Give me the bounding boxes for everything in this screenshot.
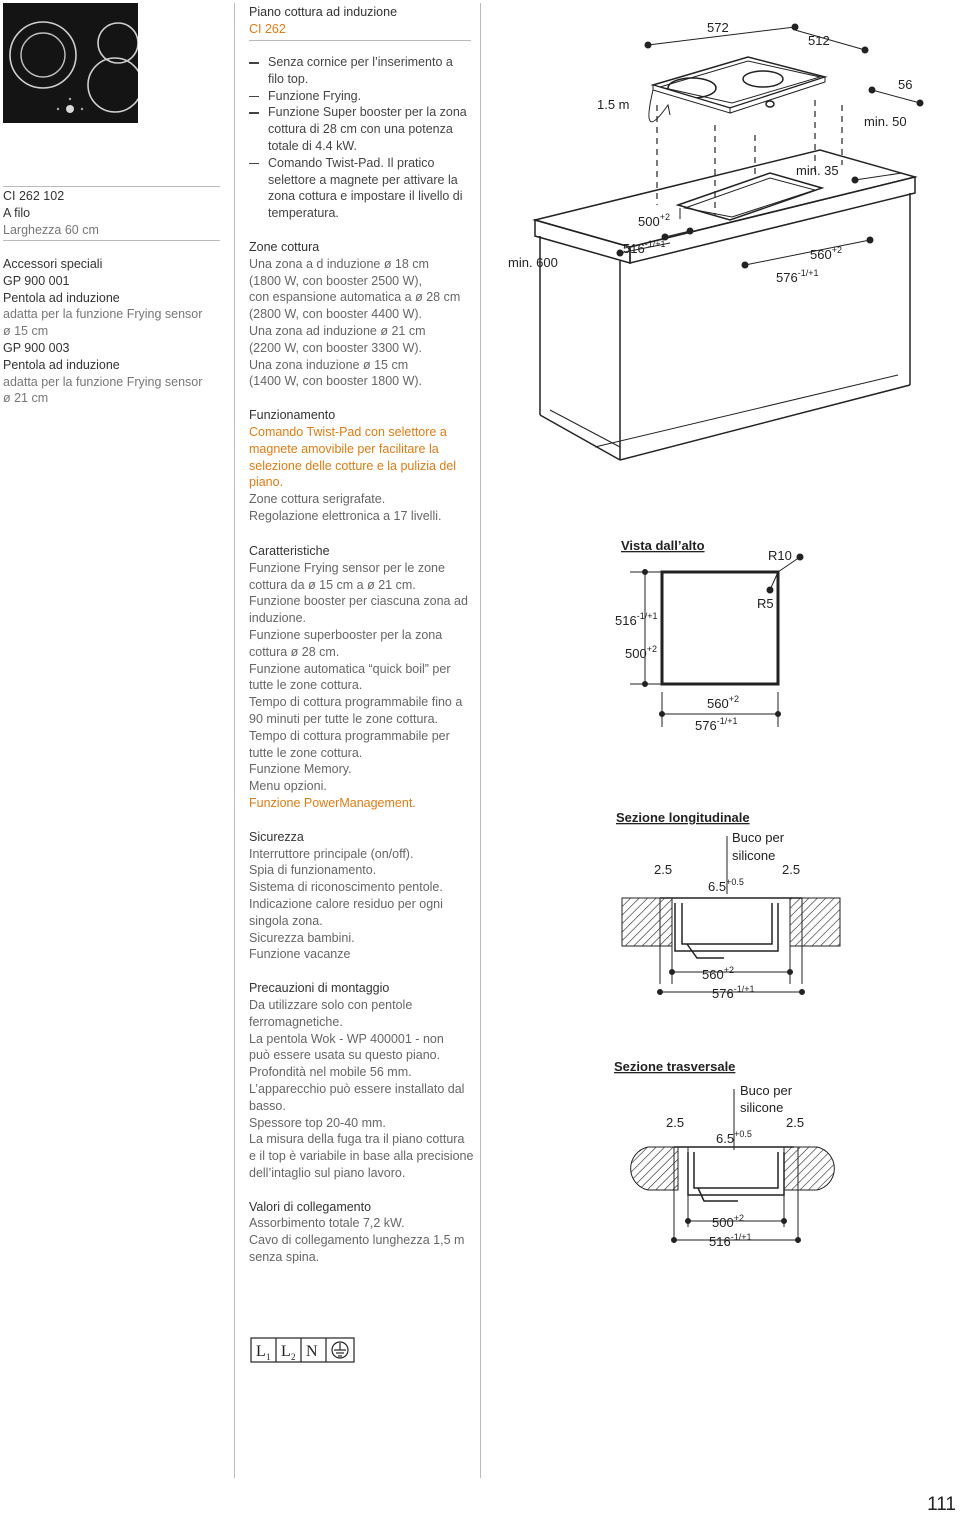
dim-r10: R10 xyxy=(768,548,792,563)
installation-diagram: 572 512 56 min. 50 1.5 m min. 35 min. 60… xyxy=(490,5,955,475)
funzionamento-section: Funzionamento Comando Twist-Pad con sele… xyxy=(249,407,477,525)
feature-item: Funzione Frying. xyxy=(249,88,477,105)
accessory-desc: ø 15 cm xyxy=(3,324,49,339)
product-type: Piano cottura ad induzione xyxy=(249,5,398,19)
svg-text:1: 1 xyxy=(266,1352,271,1362)
dim-6-5: 6.5+0.5 xyxy=(716,1129,752,1146)
terminal-label: L xyxy=(281,1343,291,1360)
terminal-block: L 1 L 2 N xyxy=(250,1337,356,1370)
dim-min-600: min. 600 xyxy=(508,255,558,270)
accessory-desc: ø 21 cm xyxy=(3,391,49,406)
silicone-label: silicone xyxy=(732,848,775,863)
accessory-desc: adatta per la funzione Frying sensor xyxy=(3,307,203,322)
dim-gap: 2.5 xyxy=(782,862,800,877)
silicone-label: Buco per xyxy=(740,1083,793,1098)
dim-r5: R5 xyxy=(757,596,774,611)
product-photo xyxy=(3,3,143,123)
sicurezza-section: Sicurezza Interruttore principale (on/of… xyxy=(249,829,477,963)
dim-576: 576-1/+1 xyxy=(695,716,737,733)
accessory-code: GP 900 001 xyxy=(3,273,70,288)
transversal-section: Sezione trasversale Buco per silicone 2.… xyxy=(612,1055,852,1255)
collegamento-section: Valori di collegamento Assorbimento tota… xyxy=(249,1199,477,1266)
svg-text:2: 2 xyxy=(291,1352,296,1362)
accessory-name: Pentola ad induzione xyxy=(3,357,120,372)
zones-section: Zone cottura Una zona a d induzione ø 18… xyxy=(249,239,477,390)
terminal-label: N xyxy=(306,1343,318,1360)
section-title: Precauzioni di montaggio xyxy=(249,981,390,996)
ground-icon xyxy=(331,1341,349,1359)
dim-min-35: min. 35 xyxy=(796,163,839,178)
dim-gap: 2.5 xyxy=(654,862,672,877)
section-title: Sicurezza xyxy=(249,829,304,844)
section-title: Caratteristiche xyxy=(249,544,330,558)
page-number: 111 xyxy=(927,1494,956,1515)
caratteristiche-section: Caratteristiche Funzione Frying sensor p… xyxy=(249,543,477,812)
width-info: Larghezza 60 cm xyxy=(3,222,99,237)
dim-572: 572 xyxy=(707,20,729,35)
mount-type: A filo xyxy=(3,205,31,220)
dim-560: 560+2 xyxy=(707,694,739,711)
dim-516: 516-1/+1 xyxy=(623,239,665,256)
diagram-title: Sezione trasversale xyxy=(614,1059,735,1074)
spec-column-lower: Caratteristiche Funzione Frying sensor p… xyxy=(249,543,477,1283)
page-header: Piano cottura ad induzione CI 262 xyxy=(249,4,471,38)
dim-500: 500+2 xyxy=(638,212,670,229)
dim-560: 560+2 xyxy=(810,245,842,262)
dim-56: 56 xyxy=(898,77,912,92)
dim-gap: 2.5 xyxy=(666,1115,684,1130)
dim-gap: 2.5 xyxy=(786,1115,804,1130)
dim-576: 576-1/+1 xyxy=(712,984,754,1001)
dim-560: 560+2 xyxy=(702,965,734,982)
dim-516: 516-1/+1 xyxy=(615,611,657,628)
diagram-title: Sezione longitudinale xyxy=(616,810,750,825)
sidebar-accessories: Accessori speciali GP 900 001 Pentola ad… xyxy=(3,256,220,407)
section-title: Funzionamento xyxy=(249,408,336,423)
accessory-name: Pentola ad induzione xyxy=(3,290,120,305)
dim-516: 516-1/+1 xyxy=(709,1232,751,1249)
terminal-label: L xyxy=(256,1343,266,1360)
accessories-title: Accessori speciali xyxy=(3,257,103,271)
dim-576: 576-1/+1 xyxy=(776,268,818,285)
accessory-code: GP 900 003 xyxy=(3,340,70,355)
precauzioni-section: Precauzioni di montaggio Da utilizzare s… xyxy=(249,980,477,1182)
diagram-title: Vista dall’alto xyxy=(621,538,705,553)
silicone-label: Buco per xyxy=(732,830,785,845)
sidebar-model: CI 262 102 A filo Larghezza 60 cm xyxy=(3,188,220,238)
top-view-diagram: Vista dall’alto R10 R5 516-1/+1 500+2 56… xyxy=(600,532,860,747)
silicone-label: silicone xyxy=(740,1100,783,1115)
dim-6-5: 6.5+0.5 xyxy=(708,877,744,894)
dim-cable: 1.5 m xyxy=(597,97,630,112)
model-title: CI 262 xyxy=(249,21,286,36)
dim-500: 500+2 xyxy=(625,644,657,661)
model-code: CI 262 102 xyxy=(3,189,65,203)
dim-500: 500+2 xyxy=(712,1213,744,1230)
section-title: Valori di collegamento xyxy=(249,1199,372,1214)
dim-min-50: min. 50 xyxy=(864,114,907,129)
dim-512: 512 xyxy=(808,33,830,48)
accessory-desc: adatta per la funzione Frying sensor xyxy=(3,374,203,389)
section-title: Zone cottura xyxy=(249,239,320,254)
longitudinal-section: Sezione longitudinale Buco per silicone … xyxy=(612,806,852,1006)
